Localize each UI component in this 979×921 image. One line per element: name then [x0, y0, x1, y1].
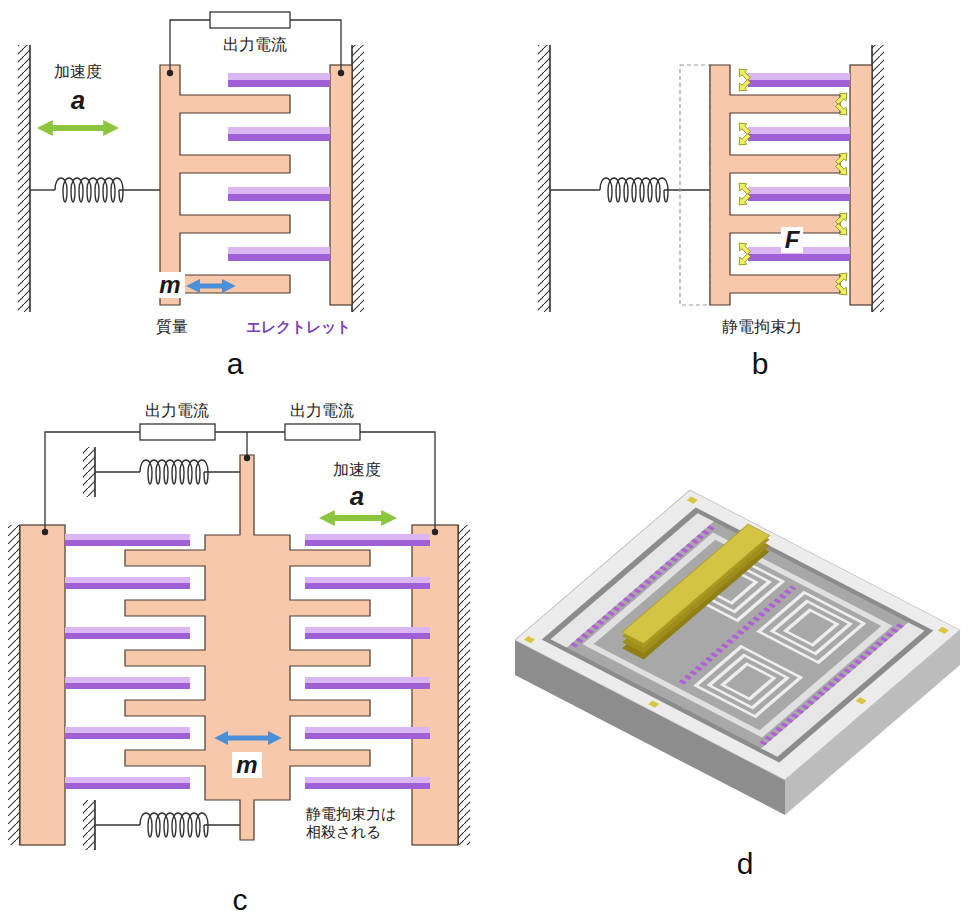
force-symbol: F [781, 227, 804, 252]
fixed-electrode [20, 525, 65, 845]
spring-wire [664, 189, 710, 190]
motion-arrow [224, 736, 272, 741]
spring-wire [30, 189, 55, 190]
fixed-wall [8, 525, 20, 845]
electrostatic-force-arrows [736, 66, 851, 299]
proof-mass [125, 455, 370, 840]
resistor-symbol [140, 424, 215, 440]
terminal-dot [432, 529, 438, 535]
acceleration-label: 加速度 [54, 62, 102, 81]
terminal-dot [42, 529, 48, 535]
mass-symbol: m [232, 752, 261, 777]
panel-a-illustration [18, 12, 364, 312]
spring-wire [204, 471, 240, 472]
output-wire [45, 432, 435, 532]
spring-symbol [600, 178, 668, 202]
fixed-wall [83, 800, 95, 850]
panel-b-illustration [538, 45, 884, 312]
proof-mass [710, 65, 840, 305]
spring-symbol [140, 813, 208, 837]
spring-symbol [55, 178, 123, 202]
output-current-label: 出力電流 [223, 35, 287, 54]
acceleration-symbol: a [350, 481, 364, 512]
terminal-dot [244, 455, 250, 461]
output-current-label: 出力電流 [290, 401, 354, 420]
spring-wire [95, 471, 140, 472]
gold-bar [622, 524, 770, 659]
motion-arrow [196, 284, 226, 289]
panel-letter: b [752, 346, 769, 382]
electret-label: エレクトレット [246, 318, 351, 336]
fixed-wall [458, 525, 470, 845]
spring-wire [204, 824, 240, 825]
acceleration-symbol: a [71, 85, 85, 116]
acceleration-arrow [330, 515, 386, 521]
resistor-symbol [285, 424, 360, 440]
force-cancel-note: 静電拘束力は 相殺される [306, 805, 406, 841]
electrostatic-force-label: 静電拘束力 [722, 317, 802, 336]
fixed-wall [872, 45, 884, 312]
spring-wire [95, 824, 140, 825]
proof-mass [160, 65, 290, 305]
terminal-dot [167, 70, 173, 76]
chip-top [515, 490, 960, 780]
spring-wire [550, 189, 600, 190]
resistor-symbol [210, 12, 290, 28]
fixed-wall [352, 45, 364, 312]
mass-label: 質量 [156, 317, 188, 336]
spring-symbol [140, 460, 208, 484]
panel-letter: a [227, 346, 244, 382]
fixed-wall [18, 45, 30, 312]
original-position-outline [680, 65, 710, 305]
panel-letter: d [737, 846, 754, 882]
terminal-dot [338, 70, 344, 76]
panel-letter: c [233, 882, 248, 918]
acceleration-label: 加速度 [333, 460, 381, 479]
device-3d-render [515, 490, 960, 815]
fixed-wall [83, 447, 95, 497]
fixed-wall [538, 45, 550, 312]
output-current-label: 出力電流 [145, 401, 209, 420]
panel-c-illustration [8, 424, 470, 850]
spring-wire [119, 189, 160, 190]
acceleration-arrow [48, 125, 108, 131]
mass-symbol: m [155, 272, 184, 297]
